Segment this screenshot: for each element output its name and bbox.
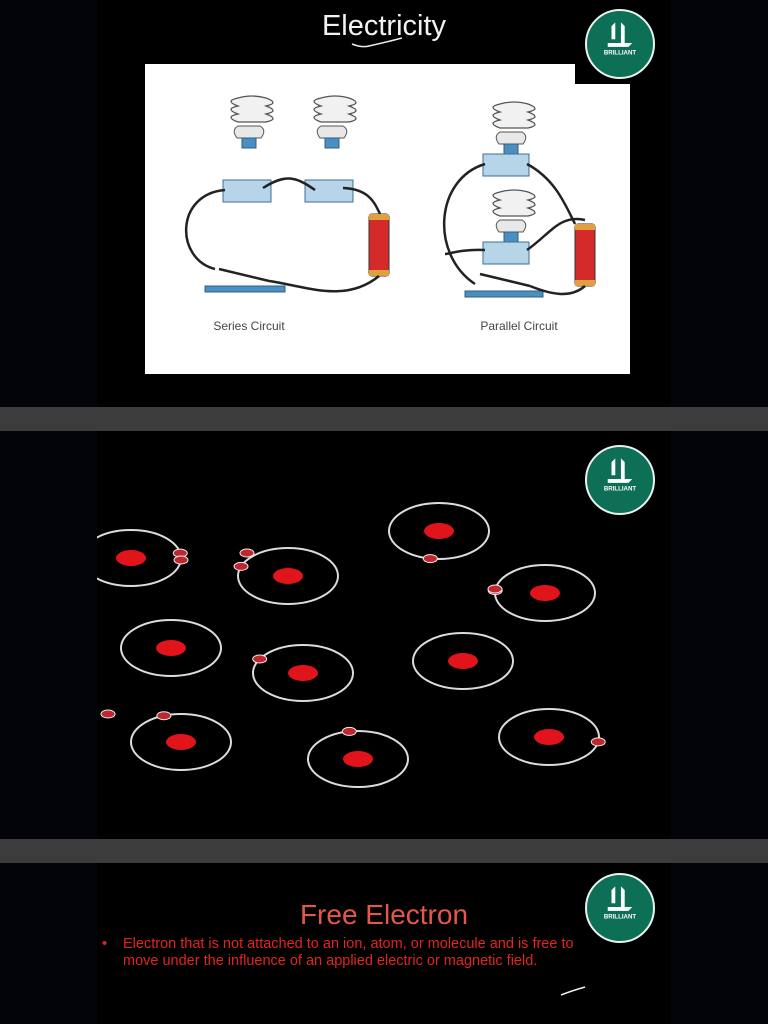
parallel-circuit: Parallel Circuit — [443, 101, 596, 333]
slide-free-electron-canvas: Free Electron • Electron that is not att… — [97, 863, 671, 1024]
electron — [156, 711, 172, 721]
nucleus — [116, 550, 146, 566]
electron — [422, 554, 438, 564]
slide-atoms-canvas — [97, 431, 671, 839]
bulb-icon — [482, 101, 536, 177]
orbit — [120, 619, 222, 677]
bullet-marker: • — [102, 936, 108, 952]
nucleus — [530, 585, 560, 601]
knife-switch-icon — [204, 267, 286, 293]
atom-icon — [233, 547, 339, 605]
slide-free-electron: Free Electron • Electron that is not att… — [0, 863, 768, 1024]
slide-divider — [0, 839, 768, 863]
bulb-icon — [304, 95, 357, 203]
atom-icon — [412, 632, 514, 690]
orbit — [498, 708, 600, 766]
orbit — [412, 632, 514, 690]
slide-divider — [0, 407, 768, 431]
bullet-text: Electron that is not attached to an ion,… — [123, 936, 574, 969]
bulb-icon — [482, 189, 536, 265]
series-circuit-label: Series Circuit — [213, 319, 285, 333]
nucleus — [156, 640, 186, 656]
atom-icon — [130, 711, 232, 771]
bulb-icon — [222, 95, 274, 203]
free-electron — [173, 555, 189, 565]
nucleus — [343, 751, 373, 767]
atom-icon — [498, 708, 606, 766]
circuit-diagram: Series Circuit — [145, 64, 630, 374]
nucleus — [534, 729, 564, 745]
nucleus — [448, 653, 478, 669]
atom-icon — [307, 726, 409, 788]
logo-text: BRILLIANT — [604, 913, 637, 920]
orbit — [237, 547, 339, 605]
brilliant-logo-icon: BRILLIANT — [585, 873, 655, 943]
electron — [252, 654, 268, 664]
electron — [341, 726, 357, 736]
nucleus — [273, 568, 303, 584]
atom-icon — [487, 564, 596, 622]
nucleus — [424, 523, 454, 539]
atom-icon — [252, 644, 354, 702]
slide-title: Free Electron — [299, 899, 469, 930]
atom-icon — [388, 502, 490, 564]
slide-atoms: BRILLIANT — [0, 431, 768, 839]
nucleus — [288, 665, 318, 681]
atom-icon — [97, 529, 188, 587]
pen-stroke-icon — [351, 37, 403, 48]
logo-text: BRILLIANT — [604, 485, 637, 492]
series-circuit: Series Circuit — [184, 95, 390, 333]
pen-stroke-icon — [560, 986, 586, 996]
battery-icon — [574, 223, 596, 287]
brilliant-logo-icon: BRILLIANT — [585, 445, 655, 515]
brilliant-logo-icon: BRILLIANT — [585, 9, 655, 79]
electron — [590, 737, 606, 747]
atom-icon — [120, 619, 222, 677]
logo-text: BRILLIANT — [604, 49, 637, 56]
free-electron — [487, 584, 503, 594]
slide-circuits: Electricity — [0, 0, 768, 407]
parallel-circuit-label: Parallel Circuit — [480, 319, 558, 333]
orbit — [307, 730, 409, 788]
free-electron — [100, 709, 116, 719]
bullet-item: • Electron that is not attached to an io… — [102, 936, 582, 970]
orbit — [388, 502, 490, 560]
slide-title: Electricity — [321, 10, 447, 42]
nucleus — [166, 734, 196, 750]
electron — [233, 561, 249, 571]
knife-switch-icon — [464, 272, 544, 298]
atoms-field — [97, 502, 606, 788]
orbit — [130, 713, 232, 771]
battery-icon — [368, 213, 390, 277]
orbit — [252, 644, 354, 702]
free-electron — [239, 548, 255, 558]
